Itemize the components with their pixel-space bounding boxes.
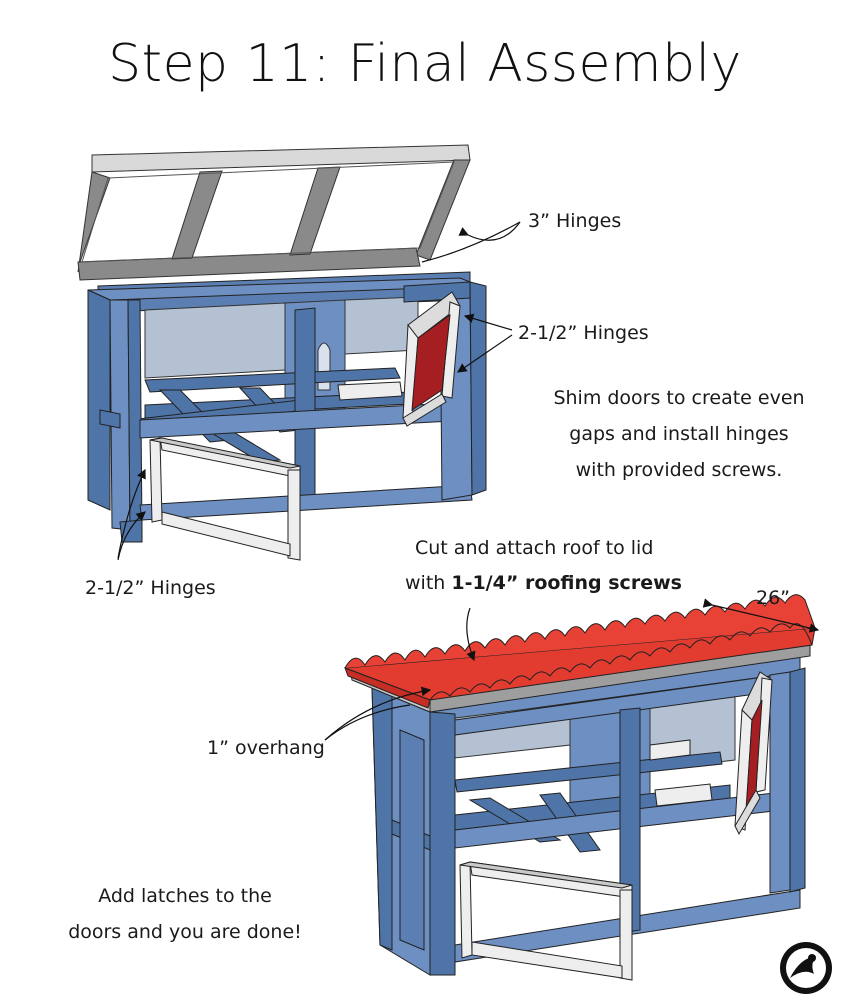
note-add-latches: Add latches to the doors and you are don… [55,878,315,950]
label-overhang: 1” overhang [207,737,325,759]
label-roof-width: 26” [756,587,791,609]
label-front-door-hinges: 2-1/2” Hinges [85,577,216,599]
note-latches-line: doors and you are done! [68,921,302,943]
note-shim-line: gaps and install hinges [569,423,789,445]
note-shim-doors: Shim doors to create even gaps and insta… [540,380,818,488]
label-side-door-hinges: 2-1/2” Hinges [518,322,649,344]
label-roof-line1: Cut and attach roof to lid [415,537,654,559]
label-roof-screws: 1-1/4” roofing screws [451,572,682,594]
page-title: Step 11: Final Assembly [108,34,742,94]
label-roof-prefix: with [405,572,452,594]
logo-icon [780,942,832,994]
side-door-open [402,291,461,427]
label-roof-line2: with 1-1/4” roofing screws [405,572,682,594]
label-3-inch-hinges: 3” Hinges [528,210,622,232]
side-door-open-lower [734,671,773,836]
front-door-open [149,437,301,561]
corrugated-roof [344,594,816,709]
front-door-open-lower [459,861,633,981]
open-lid-assembly [77,144,487,561]
note-shim-line: Shim doors to create even [553,387,805,409]
lid-frame [77,144,471,281]
note-shim-line: with provided screws. [575,459,783,481]
roofed-assembly [344,594,816,981]
note-latches-line: Add latches to the [98,885,272,907]
